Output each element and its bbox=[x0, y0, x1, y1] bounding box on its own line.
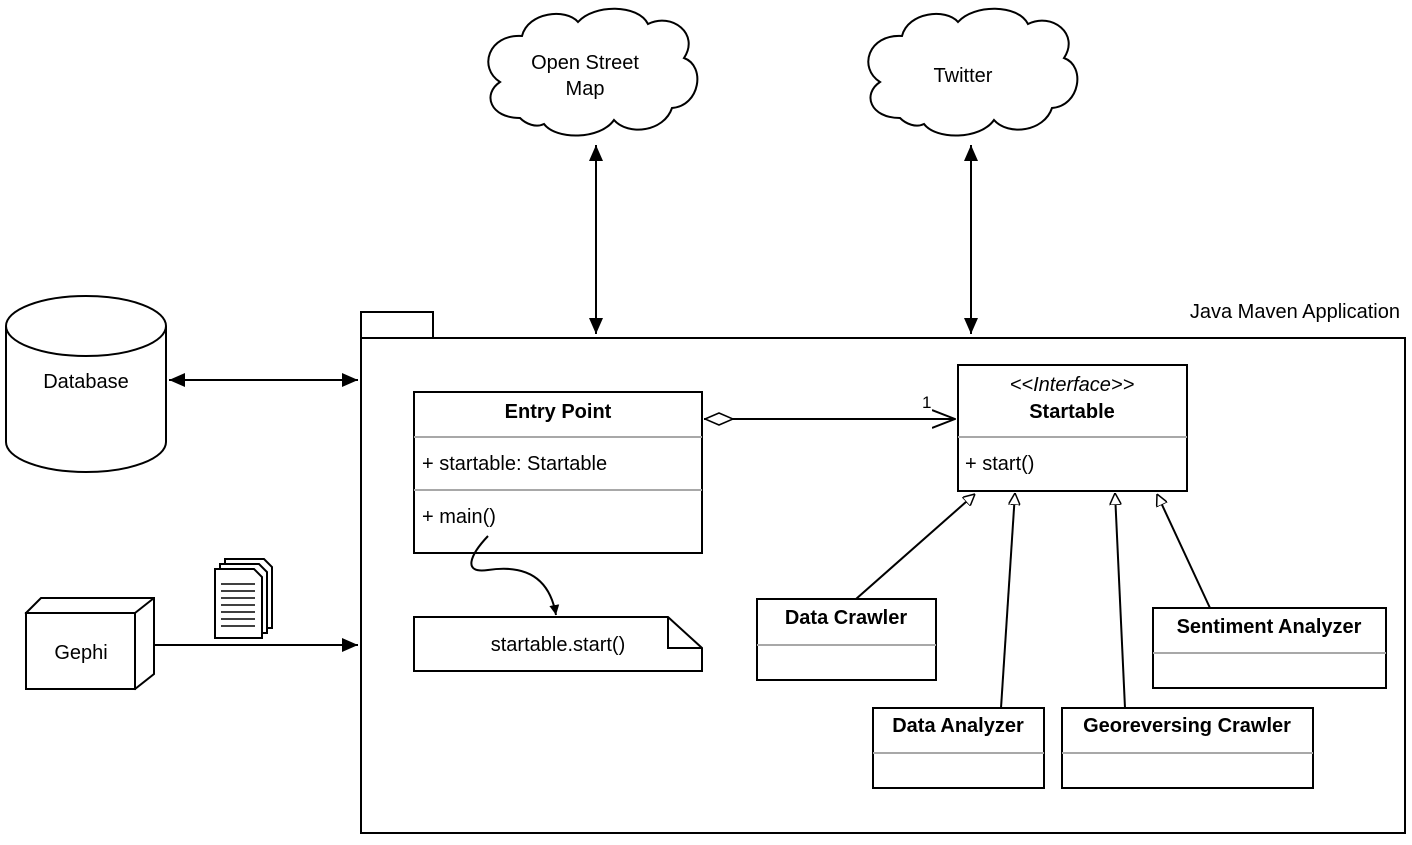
class-name: Data Analyzer bbox=[892, 715, 1024, 737]
osm-label-line2: Map bbox=[566, 78, 605, 100]
realization-data-analyzer bbox=[1000, 493, 1015, 709]
note-startable-start: startable.start() bbox=[413, 616, 703, 672]
realization-arrows bbox=[855, 493, 1211, 709]
cloud-open-street-map: Open Street Map bbox=[487, 7, 699, 137]
note-text: startable.start() bbox=[491, 634, 625, 656]
package-label: Java Maven Application bbox=[1190, 301, 1400, 323]
node-front bbox=[25, 612, 136, 690]
multiplicity-label: 1 bbox=[922, 393, 931, 412]
realization-georeversing-crawler bbox=[1115, 493, 1126, 709]
gephi-label: Gephi bbox=[54, 642, 107, 664]
cylinder-body bbox=[5, 326, 167, 473]
class-georeversing-crawler: Georeversing Crawler bbox=[1061, 707, 1314, 789]
class-name: Entry Point bbox=[505, 401, 612, 423]
realization-sentiment-analyzer bbox=[1157, 494, 1211, 609]
interface-method: + start() bbox=[965, 453, 1034, 475]
class-name: Georeversing Crawler bbox=[1083, 715, 1291, 737]
gephi-node: Gephi bbox=[24, 597, 155, 691]
database-label: Database bbox=[43, 371, 129, 393]
interface-name: Startable bbox=[1029, 401, 1115, 423]
class-data-analyzer: Data Analyzer bbox=[872, 707, 1045, 789]
database-cylinder: Database bbox=[5, 295, 167, 473]
class-sentiment-analyzer: Sentiment Analyzer bbox=[1152, 607, 1387, 689]
twitter-label: Twitter bbox=[934, 65, 993, 87]
interface-startable: <<Interface>> Startable + start() bbox=[957, 364, 1188, 492]
realization-data-crawler bbox=[855, 494, 975, 600]
package-tab bbox=[360, 311, 434, 339]
cloud-shape bbox=[487, 7, 699, 137]
class-method: + main() bbox=[422, 506, 496, 528]
class-name: Data Crawler bbox=[785, 607, 907, 629]
class-data-crawler: Data Crawler bbox=[756, 598, 937, 681]
cloud-twitter: Twitter bbox=[867, 7, 1079, 137]
osm-label-line1: Open Street bbox=[531, 52, 639, 74]
interface-stereotype: <<Interface>> bbox=[1010, 374, 1135, 396]
cloud-shape bbox=[867, 7, 1079, 137]
class-attribute: + startable: Startable bbox=[422, 453, 607, 475]
aggregation-association: 1 bbox=[704, 393, 955, 419]
class-entry-point: Entry Point + startable: Startable + mai… bbox=[413, 391, 703, 554]
cylinder-top bbox=[5, 295, 167, 357]
note-link bbox=[470, 535, 560, 616]
external-connections bbox=[154, 145, 978, 652]
documents-icon bbox=[214, 558, 273, 639]
class-name: Sentiment Analyzer bbox=[1177, 616, 1362, 638]
